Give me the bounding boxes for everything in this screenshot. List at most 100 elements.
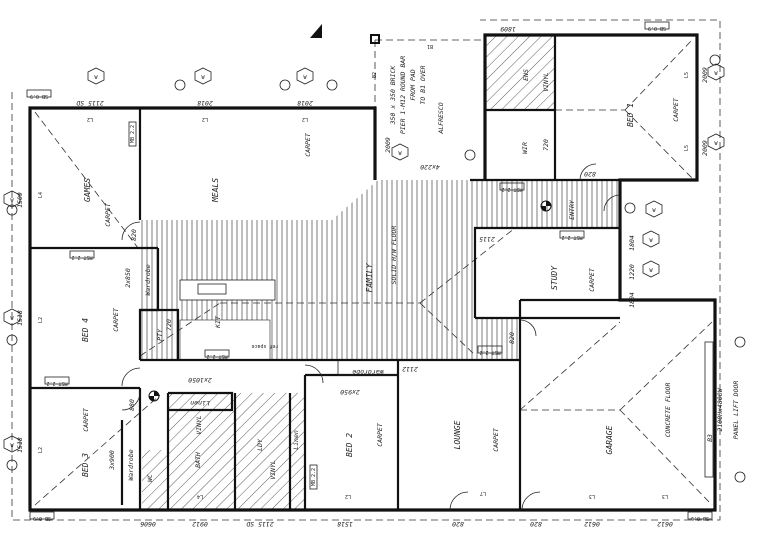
carpet-label: CARPET [112, 307, 120, 332]
vinyl-label: VINYL [269, 460, 277, 480]
lintel: L3 [662, 493, 668, 499]
garage-door-type: PANEL LIFT DOOR [732, 381, 740, 440]
svg-text:W: W [94, 75, 98, 81]
room-study: STUDY [550, 265, 559, 290]
dim: 0612 [657, 520, 673, 528]
window-marker: W [3, 435, 21, 453]
lintel: L2 [202, 116, 208, 122]
wardrobe-label: Wardrobe [352, 368, 383, 376]
carpet-label: CARPET [104, 202, 112, 227]
dim: 2115 SD [246, 520, 273, 528]
floor-note: SOLID H/W FLOOR [390, 226, 398, 285]
room-meals: MEALS [211, 178, 220, 203]
room-bed1: BED 1 [626, 103, 635, 127]
dim: 1809 [500, 25, 516, 33]
room-entry: ENTRY [568, 199, 576, 220]
svg-text:W: W [714, 71, 718, 77]
dim: 2x850 [124, 268, 132, 288]
room-labels: GAMES MEALS BED 4 PTY KIT FAMILY SOLID H… [81, 69, 672, 482]
tag-sb: SB 0.9 [30, 93, 48, 99]
dim: 2x1050 [188, 376, 212, 384]
dim: 2115 [479, 235, 495, 243]
dim: 0912 [192, 520, 208, 528]
dim: 0606 [140, 520, 156, 528]
svg-text:W: W [649, 238, 653, 244]
dim: 880 [128, 399, 136, 411]
tag-sb: SB 0.9 [33, 515, 51, 521]
finish-labels: CARPET CARPET CARPET CARPET CARPET CARPE… [82, 72, 680, 481]
hardwood-floor [140, 180, 620, 360]
svg-text:W: W [303, 75, 307, 81]
tag-mst: MST 2.2 [479, 349, 500, 355]
room-bath: BATH [194, 452, 202, 468]
pier-note-line: PIER 1-M12 ROUND BAR [399, 56, 407, 134]
dim: 2112 [402, 365, 418, 373]
lintel: B1 [427, 43, 433, 49]
dim: 820 [508, 332, 516, 344]
dim: 1220 [628, 264, 636, 280]
lintel: L3 [589, 493, 595, 499]
window-marker: W [3, 190, 21, 208]
door-swings [121, 163, 621, 511]
window-marker: W [642, 230, 660, 248]
lintel-labels: L2 L2 L2 L4 L2 L2 L4 L2 L7 L3 L3 L5 L5 B… [38, 43, 690, 499]
dim: 0612 [584, 520, 600, 528]
lintel: L5 [684, 72, 690, 78]
svg-text:W: W [649, 268, 653, 274]
vinyl-label: VINYL [542, 72, 550, 92]
window-marker: W [296, 67, 314, 85]
wardrobe-label: Wardrobe [127, 449, 135, 480]
room-bed3: BED 3 [81, 453, 90, 477]
svg-text:W: W [201, 75, 205, 81]
window-marker: W [707, 63, 725, 81]
pier-note-line: TO B1 OVER [419, 65, 427, 104]
dim: 2115 SD [76, 99, 103, 107]
room-alfresco: ALFRESCO [437, 102, 445, 134]
room-wir: WIR [521, 142, 529, 154]
room-lounge: LOUNGE [453, 420, 462, 449]
dim: 1804 [628, 235, 636, 251]
window-marker: W [391, 143, 409, 161]
linen-label: Linen [190, 399, 210, 407]
dim: 2018 [297, 99, 313, 107]
carpet-label: CARPET [672, 97, 680, 122]
window-marker: W [645, 200, 663, 218]
tag-mst: MST 2.2 [501, 186, 522, 192]
lintel: L2 [38, 447, 44, 453]
svg-text:W: W [10, 316, 14, 322]
dim: 2009 [701, 67, 709, 83]
dim: 2x950 [340, 388, 360, 396]
wardrobe-label: Wardrobe [144, 264, 152, 295]
room-ens: ENS [522, 69, 530, 81]
garage-door-size: 2100Hx4800W [716, 387, 724, 431]
pier-note-line: FROM PAD [409, 69, 417, 100]
garage-floor-note: CONCRETE FLOOR [664, 383, 672, 438]
room-games: GAMES [83, 178, 92, 202]
north-arrow-icon [310, 24, 322, 38]
carpet-label: CARPET [304, 132, 312, 157]
dim: 820 [130, 229, 138, 241]
window-marker: W [642, 260, 660, 278]
wet-areas [142, 35, 555, 510]
lintel: L2 [302, 116, 308, 122]
vinyl-label: VINYL [195, 415, 203, 435]
linen-label: Linen [292, 430, 300, 450]
dim: 720 [165, 319, 173, 331]
lintel: L4 [197, 493, 203, 499]
room-bed4: BED 4 [81, 318, 90, 342]
tag-sb: SB 0.9 [648, 25, 666, 31]
tag-mst: MST 2.2 [46, 380, 67, 386]
svg-text:W: W [652, 208, 656, 214]
dim: 2018 [197, 99, 213, 107]
lintel: L2 [87, 116, 93, 122]
lintel: L7 [480, 490, 486, 496]
window-marker: W [3, 308, 21, 326]
room-kit: KIT [214, 315, 222, 329]
roof-lines [11, 19, 721, 521]
lintel: L5 [684, 145, 690, 151]
tag-mst: MST 2.2 [206, 353, 227, 359]
dim: 720 [542, 139, 550, 151]
dim: 1804 [628, 292, 636, 308]
garage-door-note: 2100Hx4800W PANEL LIFT DOOR B3 [706, 381, 740, 442]
